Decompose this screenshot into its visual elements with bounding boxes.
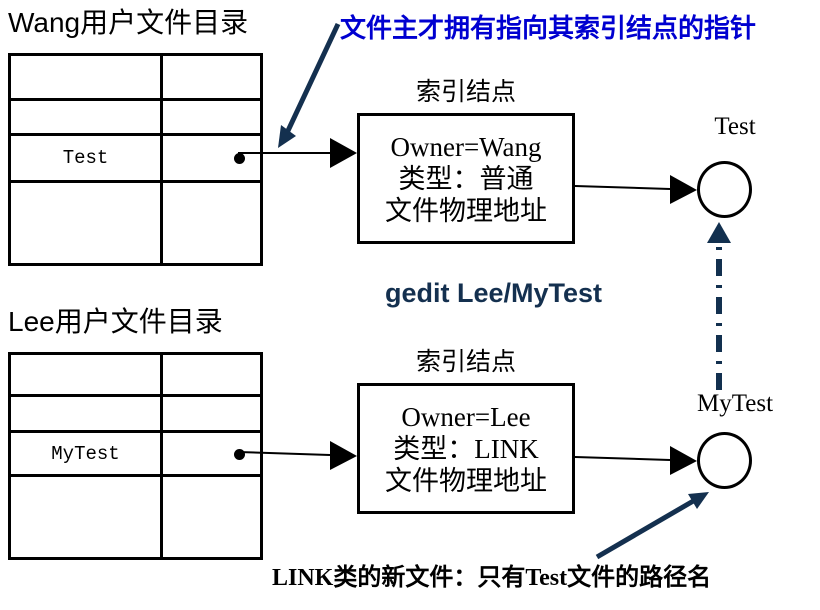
file-name-cell bbox=[11, 101, 163, 133]
wang-file-label: Test bbox=[714, 113, 756, 140]
pointer-cell bbox=[163, 397, 260, 430]
pointer-cell-test bbox=[163, 136, 260, 180]
table-row[interactable] bbox=[11, 355, 260, 397]
pointer-cell bbox=[163, 183, 260, 263]
inode-address-line: 文件物理地址 bbox=[385, 195, 547, 226]
pointer-dot-icon bbox=[234, 449, 245, 460]
file-name-cell bbox=[11, 355, 163, 394]
wang-inode-box[interactable]: Owner=Wang 类型：普通 文件物理地址 bbox=[357, 113, 575, 244]
lee-inode-title: 索引结点 bbox=[415, 348, 516, 376]
table-row[interactable] bbox=[11, 56, 260, 101]
inode-type-line: 类型：LINK bbox=[393, 433, 539, 464]
pointer-dot-icon bbox=[234, 153, 245, 164]
link-reference-dashdot-arrow bbox=[707, 222, 731, 390]
file-name-cell bbox=[11, 56, 163, 98]
top-annotation-leader-arrow bbox=[278, 22, 341, 148]
pointer-cell bbox=[163, 477, 260, 557]
table-row[interactable] bbox=[11, 183, 260, 263]
lee-directory-title: Lee用户文件目录 bbox=[8, 306, 223, 337]
table-row[interactable] bbox=[11, 477, 260, 557]
wang-file-circle[interactable] bbox=[697, 161, 752, 218]
lee-file-label: MyTest bbox=[696, 390, 774, 417]
table-row-test[interactable]: Test bbox=[11, 136, 260, 183]
file-name-cell-mytest: MyTest bbox=[11, 433, 163, 474]
pointer-cell bbox=[163, 101, 260, 133]
table-row[interactable] bbox=[11, 397, 260, 433]
inode-address-line: 文件物理地址 bbox=[385, 465, 547, 496]
pointer-cell bbox=[163, 355, 260, 394]
file-name-cell-test: Test bbox=[11, 136, 163, 180]
inode-owner-line: Owner=Lee bbox=[401, 401, 531, 432]
bottom-annotation-leader-arrow bbox=[595, 492, 709, 560]
wang-directory-title: Wang用户文件目录 bbox=[8, 7, 249, 38]
file-name-cell bbox=[11, 397, 163, 430]
inode-owner-line: Owner=Wang bbox=[390, 131, 542, 162]
lee-file-circle[interactable] bbox=[697, 432, 752, 489]
wang-inode-title: 索引结点 bbox=[415, 78, 516, 106]
bottom-annotation-text: LINK类的新文件：只有Test文件的路径名 bbox=[272, 565, 712, 591]
file-name-cell bbox=[11, 477, 163, 557]
lee-inode-to-file-arrow bbox=[574, 446, 697, 475]
lee-directory-table: MyTest bbox=[8, 352, 263, 560]
file-name-cell bbox=[11, 183, 163, 263]
table-row[interactable] bbox=[11, 101, 260, 136]
command-text: gedit Lee/MyTest bbox=[385, 278, 603, 308]
table-row-mytest[interactable]: MyTest bbox=[11, 433, 260, 477]
wang-inode-to-file-arrow bbox=[574, 175, 697, 204]
pointer-cell-mytest bbox=[163, 433, 260, 474]
pointer-cell bbox=[163, 56, 260, 98]
inode-type-line: 类型：普通 bbox=[398, 163, 534, 194]
lee-inode-box[interactable]: Owner=Lee 类型：LINK 文件物理地址 bbox=[357, 383, 575, 514]
top-annotation-text: 文件主才拥有指向其索引结点的指针 bbox=[340, 14, 757, 43]
wang-directory-table: Test bbox=[8, 53, 263, 266]
